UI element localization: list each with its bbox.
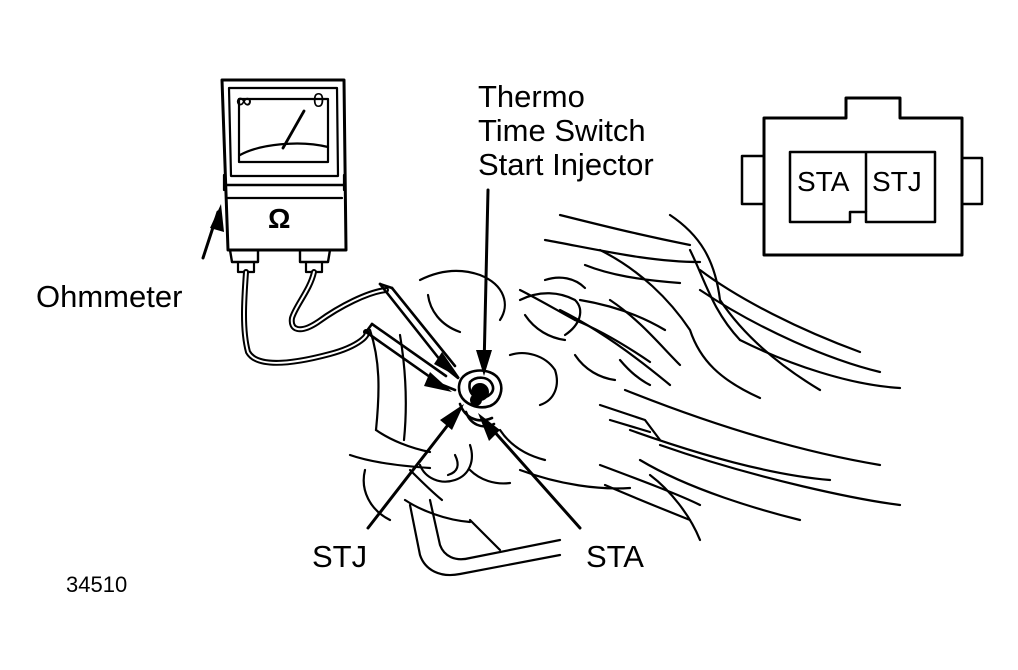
ohmmeter-label: Ohmmeter [36, 279, 183, 314]
connector-pin-stj: STJ [872, 166, 922, 197]
meter-infinity-mark: ∞ [236, 88, 252, 113]
figure-number: 34510 [66, 572, 128, 597]
connector-pin-sta: STA [797, 166, 850, 197]
meter-zero-mark: 0 [313, 90, 325, 112]
engine-sketch [348, 213, 902, 577]
arrow-heads [210, 204, 500, 441]
test-leads [241, 269, 460, 392]
sta-label: STA [586, 539, 644, 574]
stj-label: STJ [312, 539, 368, 574]
callout-lines [201, 188, 582, 530]
thermo-label-line-3: Start Injector [478, 147, 654, 182]
ohmmeter-drawing [220, 78, 348, 274]
connector-drawing [740, 96, 984, 257]
thermo-time-switch-label: Thermo Time Switch Start Injector [478, 80, 654, 182]
thermo-label-line-2: Time Switch [478, 113, 646, 148]
ohm-symbol: Ω [268, 203, 291, 234]
thermo-label-line-1: Thermo [478, 79, 585, 114]
